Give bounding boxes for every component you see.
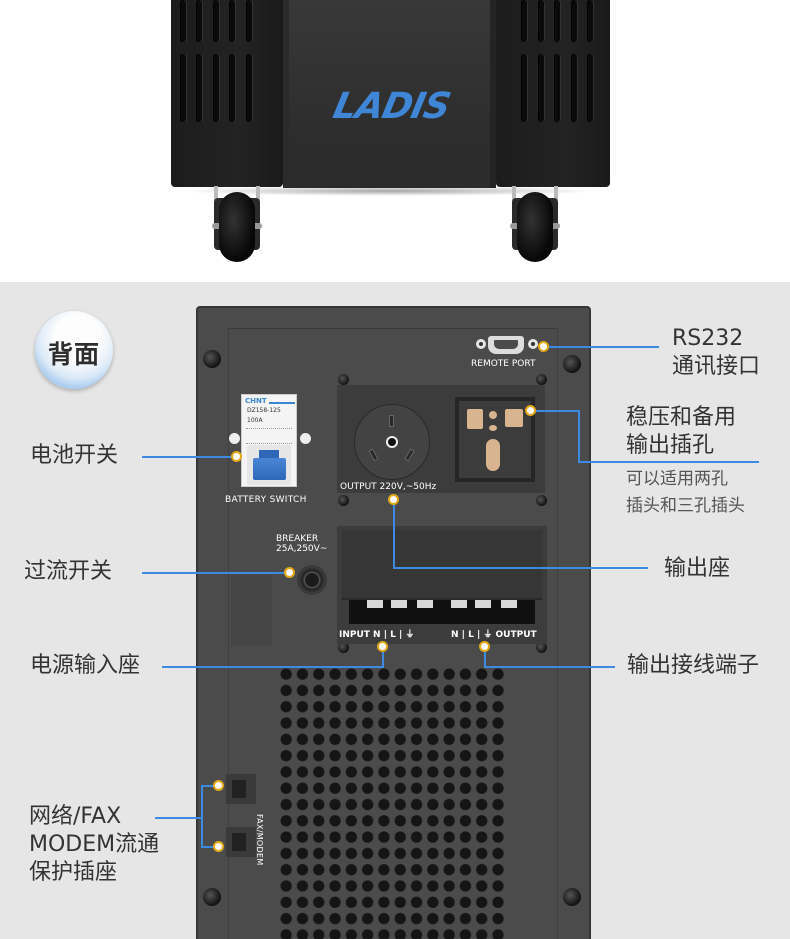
callout-dot-icon xyxy=(231,451,242,462)
rj-port-phone[interactable] xyxy=(226,827,256,857)
callout-dot-icon xyxy=(213,780,224,791)
callout-line xyxy=(155,817,202,819)
overcurrent-breaker-label: BREAKER 25A,250V~ xyxy=(276,534,328,554)
battery-switch-label: BATTERY SWITCH xyxy=(225,495,307,505)
product-photo-front: LADIS xyxy=(0,0,790,282)
terminal-block xyxy=(337,526,547,644)
callout-rs232: RS232 通讯接口 xyxy=(672,326,761,379)
callout-dot-icon xyxy=(213,841,224,852)
callout-regulated-outlet: 稳压和备用 输出插孔 xyxy=(626,405,737,458)
callout-line xyxy=(393,500,395,568)
screw-icon xyxy=(536,495,547,506)
callout-line xyxy=(484,666,615,668)
screw-icon xyxy=(338,374,349,385)
overcurrent-breaker-button[interactable] xyxy=(297,565,327,595)
breaker-lever[interactable] xyxy=(247,445,291,485)
callout-line xyxy=(393,567,648,569)
screw-icon xyxy=(203,350,221,368)
rs232-db9-port[interactable] xyxy=(488,336,524,354)
terminal-cover xyxy=(342,530,542,600)
input-terminal-label: INPUT N | L | ⏚ xyxy=(339,630,415,640)
callout-line xyxy=(578,461,759,463)
brand-logo: LADIS xyxy=(329,86,454,127)
callout-dot-icon xyxy=(479,641,490,652)
callout-dot-icon xyxy=(525,405,536,416)
callout-line xyxy=(201,785,217,787)
callout-line xyxy=(382,652,384,667)
breaker-model: DZ158-125 xyxy=(247,407,281,414)
fax-modem-label: FAX/MODEM xyxy=(255,814,264,866)
left-side-vents xyxy=(171,0,283,187)
universal-outlet[interactable] xyxy=(455,397,535,482)
cabinet-shadow xyxy=(180,186,600,196)
callout-fax-modem: 网络/FAX MODEM流通 保护插座 xyxy=(29,804,160,885)
screw-icon xyxy=(536,374,547,385)
screw-icon xyxy=(203,888,221,906)
callout-dot-icon xyxy=(284,567,295,578)
callout-overcurrent-switch: 过流开关 xyxy=(24,559,113,584)
screw-icon xyxy=(338,642,349,653)
screw-icon xyxy=(563,888,581,906)
screw-icon xyxy=(563,355,581,373)
callout-line xyxy=(531,410,579,412)
callout-power-input: 电源输入座 xyxy=(30,653,141,678)
output-socket-3pin[interactable] xyxy=(354,404,430,480)
callout-dot-icon xyxy=(388,494,399,505)
callout-line xyxy=(578,410,580,462)
front-panel xyxy=(283,0,496,188)
screw-icon xyxy=(338,495,349,506)
screw-icon xyxy=(536,642,547,653)
callout-line xyxy=(201,785,203,848)
callout-line xyxy=(484,652,486,667)
section-badge: 背面 xyxy=(35,311,113,389)
callout-dot-icon xyxy=(538,341,549,352)
battery-switch-breaker[interactable]: CHNT DZ158-125 100A xyxy=(241,394,297,487)
panel-recess xyxy=(231,575,272,645)
output-socket-label: OUTPUT 220V,~50Hz xyxy=(340,482,437,492)
ventilation-grille xyxy=(278,666,506,939)
right-side-vents xyxy=(496,0,610,187)
breaker-rating: 100A xyxy=(247,417,263,424)
callout-line xyxy=(142,572,290,574)
callout-regulated-outlet-note: 可以适用两孔 插头和三孔插头 xyxy=(626,469,745,516)
callout-line xyxy=(201,846,217,848)
callout-battery-switch: 电池开关 xyxy=(30,443,119,468)
panel-inset xyxy=(228,328,558,939)
callout-output-terminal: 输出接线端子 xyxy=(627,653,760,678)
mount-screw-icon xyxy=(229,433,240,444)
mount-screw-icon xyxy=(300,433,311,444)
callout-line xyxy=(142,456,236,458)
caster-wheel-left xyxy=(212,186,262,262)
remote-port-label: REMOTE PORT xyxy=(471,359,536,369)
caster-wheel-right xyxy=(510,186,560,262)
callout-line xyxy=(545,346,659,348)
output-terminal-label: N | L | ⏚ OUTPUT xyxy=(451,630,537,640)
rj-port-line[interactable] xyxy=(226,774,256,804)
section-badge-label: 背面 xyxy=(47,340,100,369)
callout-line xyxy=(162,666,384,668)
hex-standoff-icon xyxy=(528,339,538,349)
ups-cabinet: LADIS xyxy=(171,0,611,188)
breaker-brand: CHNT xyxy=(245,397,267,405)
hex-standoff-icon xyxy=(476,339,486,349)
callout-output-socket: 输出座 xyxy=(664,556,731,581)
callout-dot-icon xyxy=(377,641,388,652)
